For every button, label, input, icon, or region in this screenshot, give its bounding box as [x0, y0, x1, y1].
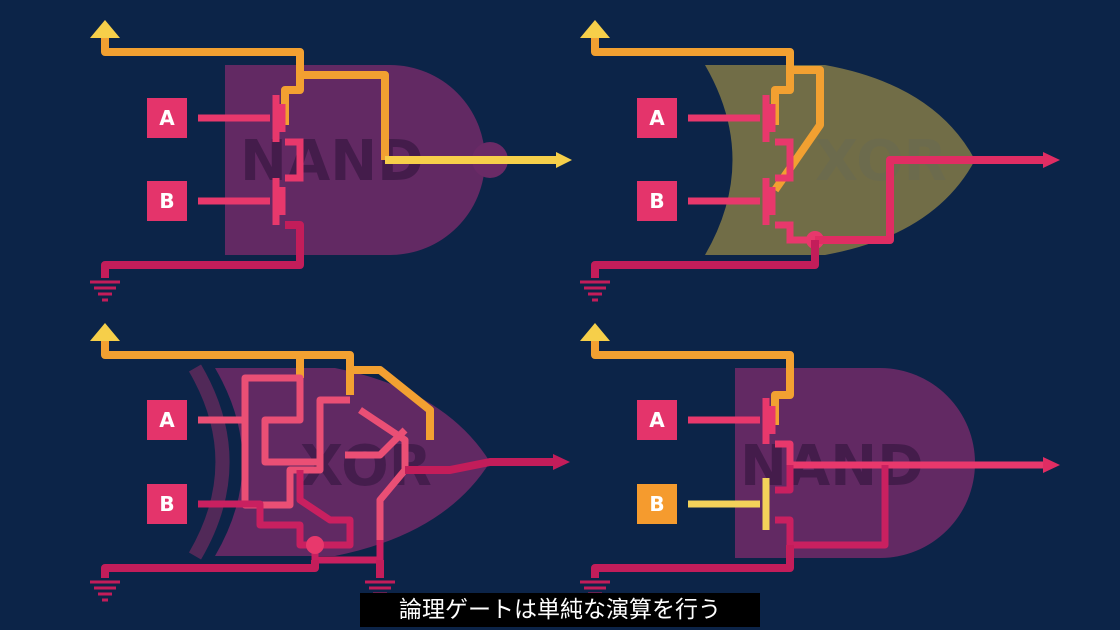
- panel-nand-top-left: NAND A B: [90, 20, 572, 302]
- input-a-box: [147, 98, 187, 138]
- vdd-wire: [591, 341, 794, 425]
- output-arrow-icon: [556, 152, 572, 168]
- vdd-wire: [591, 38, 824, 193]
- input-b-label: B: [649, 189, 664, 213]
- output-wire: [405, 458, 555, 474]
- junction-dot: [306, 536, 324, 554]
- transistor-a: [198, 95, 286, 142]
- subtitle-caption: 論理ゲートは単純な演算を行う: [360, 593, 760, 627]
- vdd-arrow-icon: [580, 323, 610, 341]
- parallel-wire: [775, 138, 815, 244]
- gnd-wire: [591, 545, 794, 578]
- nand-gate-body: [225, 65, 485, 255]
- input-b-label: B: [159, 189, 174, 213]
- vdd-arrow-icon: [90, 323, 120, 341]
- vdd-wire: [101, 38, 389, 160]
- transistor-b-active: [688, 478, 770, 530]
- xor-extra-curve: [188, 364, 230, 560]
- gnd-wire: [101, 221, 304, 278]
- panel-xor-top-right: XOR A B: [580, 20, 1060, 302]
- input-b-box: [637, 181, 677, 221]
- input-a-label: A: [649, 106, 665, 130]
- input-a-box: [637, 98, 677, 138]
- input-b-box-active: [637, 484, 677, 524]
- gnd-wire: [101, 560, 384, 578]
- output-arrow-icon: [553, 454, 570, 470]
- vdd-arrow-icon: [580, 20, 610, 38]
- vdd-wire: [101, 341, 434, 440]
- input-a-box: [147, 400, 187, 440]
- input-a-label: A: [159, 408, 175, 432]
- input-b-box: [147, 181, 187, 221]
- output-arrow-icon: [1043, 457, 1060, 473]
- transistor-a: [688, 398, 776, 444]
- conducting-wire: [775, 440, 1045, 469]
- input-a-label: A: [649, 408, 665, 432]
- ground-icon: [90, 280, 120, 302]
- gnd-wire: [591, 240, 819, 278]
- transistor-b: [688, 178, 776, 225]
- series-wire: [285, 138, 304, 182]
- input-b-label: B: [159, 492, 174, 516]
- input-b-box: [147, 484, 187, 524]
- input-a-box: [637, 400, 677, 440]
- ground-icon: [90, 580, 120, 602]
- panel-xor-bottom-left: XOR A B: [90, 323, 570, 602]
- transistor-a: [688, 95, 776, 142]
- xor-gate-body: [215, 368, 490, 556]
- input-a-label: A: [159, 106, 175, 130]
- vdd-arrow-icon: [90, 20, 120, 38]
- output-arrow-icon: [1043, 152, 1060, 168]
- transistor-b: [198, 178, 286, 225]
- ground-icon: [580, 280, 610, 302]
- panel-nand-bottom-right: NAND A B: [580, 323, 1060, 596]
- input-b-label: B: [649, 492, 664, 516]
- output-wire: [815, 156, 1045, 244]
